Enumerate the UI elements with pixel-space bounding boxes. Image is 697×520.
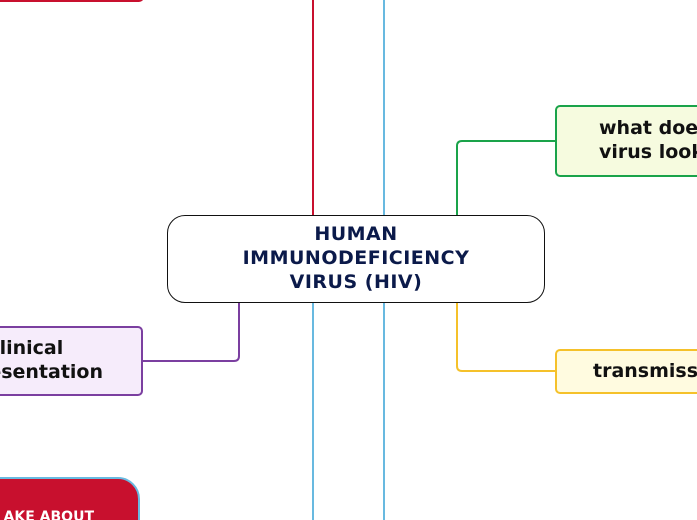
topic-node-transmission[interactable]: transmiss (555, 349, 697, 394)
topic-node-clinical[interactable]: clinical esentation (0, 326, 143, 396)
connector-yellow (456, 303, 555, 372)
topic-node-red-top[interactable] (0, 0, 144, 2)
topic-appearance-line2: virus look (599, 141, 697, 163)
topic-appearance-text: what doe virus look (599, 117, 697, 165)
topic-clinical-text: clinical esentation (0, 337, 103, 385)
connector-green (456, 140, 555, 215)
topic-clinical-line1: clinical (0, 337, 64, 360)
topic-node-appearance[interactable]: what doe virus look (555, 105, 697, 177)
topic-node-red-bottom[interactable]: AKE ABOUT (0, 477, 140, 520)
topic-appearance-line1: what doe (599, 117, 697, 140)
central-topic-line2: IMMUNODEFICIENCY (242, 247, 470, 270)
central-topic-text: HUMAN IMMUNODEFICIENCY VIRUS (HIV) (243, 223, 470, 294)
central-topic-node[interactable]: HUMAN IMMUNODEFICIENCY VIRUS (HIV) (167, 215, 545, 303)
topic-red-bottom-label: AKE ABOUT (3, 509, 94, 520)
central-topic-line3: VIRUS (HIV) (289, 270, 423, 293)
connector-purple (143, 303, 240, 362)
central-topic-line1: HUMAN (314, 223, 398, 246)
topic-clinical-line2: esentation (0, 361, 103, 383)
topic-transmission-label: transmiss (593, 359, 697, 382)
